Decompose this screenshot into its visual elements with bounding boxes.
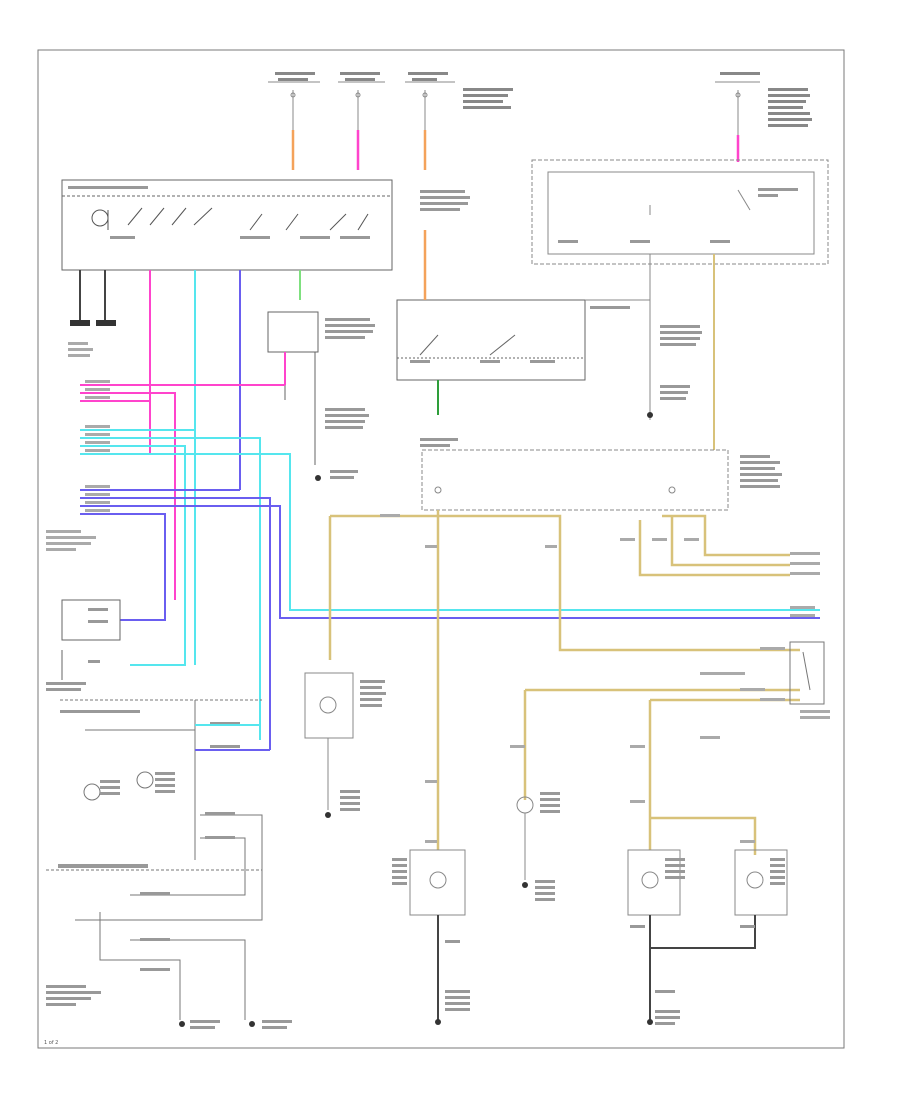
page-indicator: 1 of 2 <box>44 1040 58 1046</box>
fuse-box <box>421 449 729 511</box>
instrument-cluster-labels <box>46 722 292 1029</box>
fuse-labels <box>275 72 812 127</box>
tan-wire-network <box>328 510 800 855</box>
ground-icon <box>325 812 331 818</box>
rear-lamp-ground-wiring <box>649 915 756 1020</box>
ground-icon <box>249 1021 255 1027</box>
fuse-box-labels <box>420 438 782 488</box>
lamp-left-front-labels <box>340 680 386 811</box>
ground-icon <box>179 1021 185 1027</box>
flasher-labels <box>325 318 375 479</box>
lamp-center-right-labels <box>535 792 560 901</box>
lamp-rear-left-block <box>627 849 681 916</box>
flasher-block <box>267 311 319 465</box>
ground-icon <box>647 412 653 418</box>
relay-block <box>396 299 586 381</box>
lamp-left-front-block <box>304 672 354 810</box>
fuse-feed-group <box>268 81 760 135</box>
left-connector-block <box>61 599 121 680</box>
lamp-center-block <box>409 849 466 916</box>
tan-wire-labels <box>380 514 830 843</box>
ground-icon <box>435 1019 441 1025</box>
relay-labels <box>410 190 630 363</box>
ground-icon <box>647 1019 653 1025</box>
lamp-center-labels <box>392 858 470 1011</box>
headlamp-switch-block <box>61 179 393 271</box>
lamp-rear-right-block <box>734 849 788 916</box>
left-harness-bundle <box>80 384 820 750</box>
right-connector <box>789 641 825 705</box>
ground-icon <box>522 882 528 888</box>
ground-symbols-left <box>70 320 116 326</box>
left-connector-labels <box>46 608 140 713</box>
left-harness-labels <box>46 342 815 617</box>
rear-lamp-labels <box>630 858 785 1025</box>
module-mid-labels <box>660 325 702 400</box>
module-top-right <box>531 159 829 265</box>
ground-icon <box>315 475 321 481</box>
lamp-center-right <box>516 796 534 880</box>
diagram-border <box>37 49 845 1049</box>
module-top-right-labels <box>558 188 798 243</box>
headlamp-switch-labels <box>68 186 370 239</box>
headlamp-switch-leads <box>79 270 301 490</box>
